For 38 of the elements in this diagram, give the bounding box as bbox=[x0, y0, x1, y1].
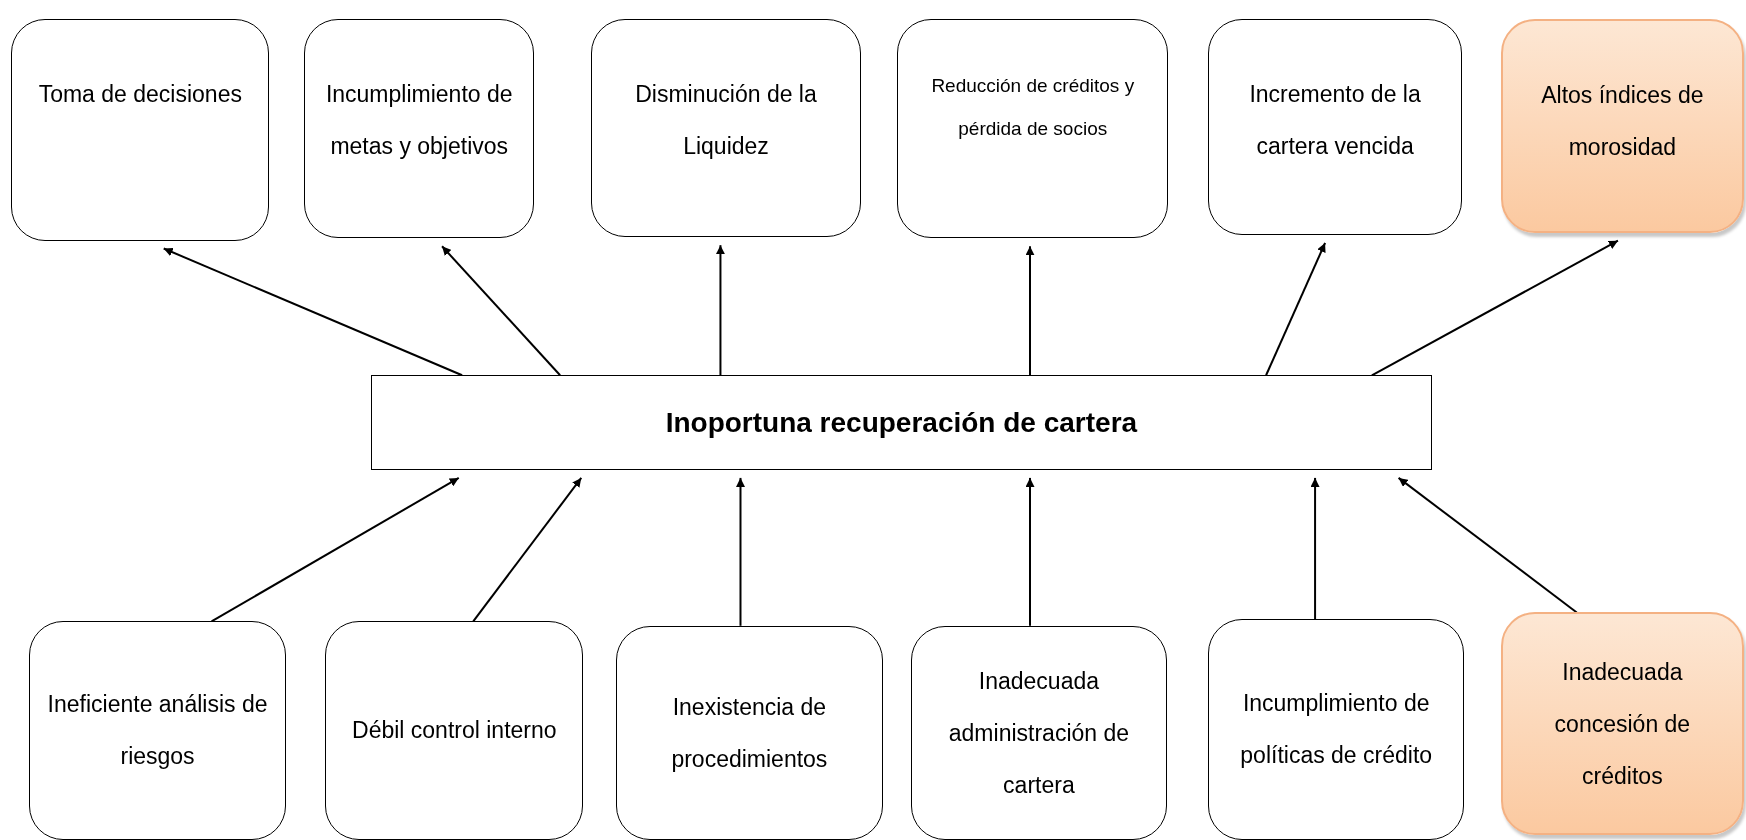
cause-box bbox=[325, 621, 584, 840]
node-text: Incumplimiento de metas y objetivos bbox=[324, 79, 514, 161]
node-text: Incumplimiento de políticas de crédito bbox=[1239, 689, 1434, 771]
problem-text: Inoportuna recuperación de cartera bbox=[665, 405, 1138, 440]
node-text: Toma de decisiones bbox=[38, 79, 242, 109]
effect-box bbox=[591, 18, 861, 238]
arrow bbox=[1397, 476, 1578, 614]
node-text: Reducción de créditos y pérdida de socios bbox=[930, 73, 1136, 141]
effect-box bbox=[11, 18, 270, 241]
problem-box bbox=[370, 375, 1432, 470]
arrow bbox=[162, 247, 464, 377]
node-text: Inadecuada concesión de créditos bbox=[1553, 657, 1692, 791]
cause-box bbox=[1208, 619, 1465, 840]
arrow bbox=[1025, 245, 1035, 377]
node-text: Altos índices de morosidad bbox=[1540, 80, 1705, 162]
node-text: Inexistencia de procedimientos bbox=[670, 692, 829, 774]
arrow bbox=[1265, 241, 1327, 377]
node-text: Incremento de la cartera vencida bbox=[1248, 79, 1422, 161]
arrow bbox=[1025, 476, 1035, 627]
cause-box bbox=[910, 625, 1167, 840]
effect-box bbox=[1208, 18, 1463, 235]
effect-box bbox=[897, 18, 1169, 239]
effect-box bbox=[1501, 18, 1744, 233]
arrow bbox=[210, 476, 460, 623]
node-text: Débil control interno bbox=[352, 716, 557, 746]
arrow bbox=[1370, 239, 1619, 377]
arrow bbox=[472, 476, 583, 623]
cause-box bbox=[1501, 612, 1744, 836]
cause-box bbox=[615, 625, 883, 840]
effect-box bbox=[304, 18, 535, 239]
node-text: Disminución de la Liquidez bbox=[634, 79, 818, 161]
arrow bbox=[441, 245, 562, 377]
cause-box bbox=[28, 621, 287, 840]
arrow bbox=[736, 476, 745, 627]
node-text: Ineficiente análisis de riesgos bbox=[46, 690, 269, 772]
node-text: Inadecuada administración de cartera bbox=[947, 666, 1131, 800]
arrow bbox=[1310, 476, 1320, 621]
arrow bbox=[715, 244, 725, 377]
